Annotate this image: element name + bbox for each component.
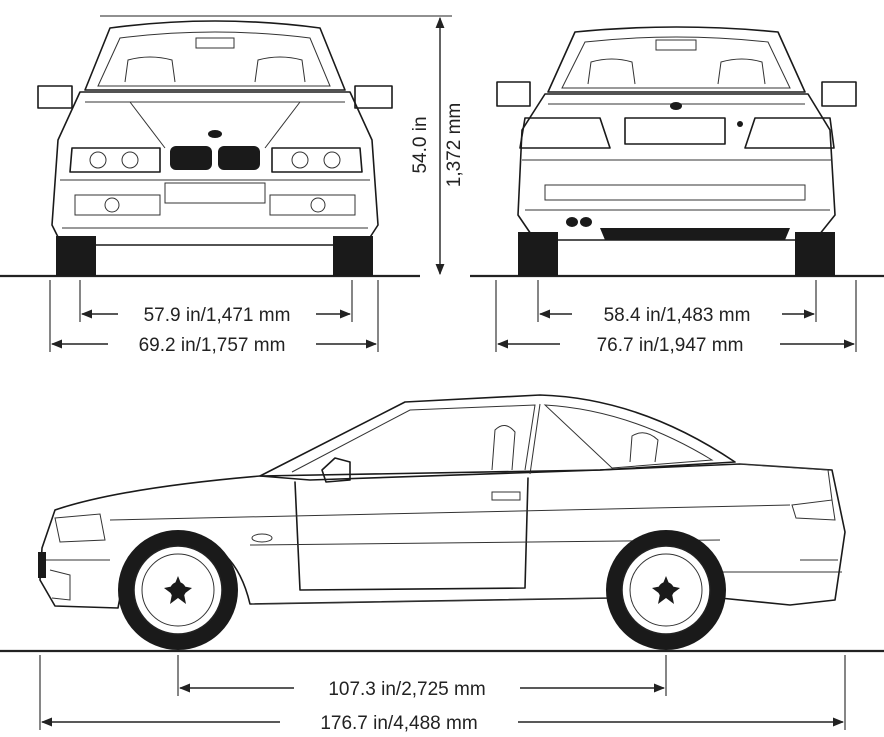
rear-view bbox=[470, 26, 884, 278]
exhaust-left-icon bbox=[566, 217, 578, 227]
front-left-tire bbox=[56, 236, 96, 276]
rear-right-mirror bbox=[821, 81, 857, 107]
dimension-lines bbox=[39, 15, 857, 730]
rear-left-tire bbox=[518, 232, 558, 276]
rear-window bbox=[547, 26, 806, 93]
front-left-mirror bbox=[37, 85, 73, 109]
rear-width-label: 76.7 in/1,947 mm bbox=[597, 335, 744, 356]
rear-track-label: 58.4 in/1,483 mm bbox=[604, 305, 751, 326]
front-width-label: 69.2 in/1,757 mm bbox=[139, 335, 286, 356]
front-left-headlight bbox=[69, 147, 161, 173]
wheelbase-label: 107.3 in/2,725 mm bbox=[328, 679, 485, 700]
front-body bbox=[51, 91, 379, 246]
rear-wheel bbox=[606, 530, 726, 650]
height-mm-label: 1,372 mm bbox=[444, 103, 465, 187]
front-windshield bbox=[84, 20, 346, 91]
front-emblem bbox=[208, 130, 222, 138]
front-view bbox=[0, 20, 420, 278]
height-in-label: 54.0 in bbox=[410, 116, 431, 173]
door-handle bbox=[491, 491, 521, 501]
front-license-plate bbox=[164, 182, 266, 204]
side-headlight bbox=[54, 513, 106, 543]
rear-right-taillight bbox=[744, 117, 835, 149]
rear-body bbox=[517, 93, 836, 241]
rear-left-taillight bbox=[519, 117, 611, 149]
rear-left-mirror bbox=[496, 81, 531, 107]
front-right-headlight bbox=[271, 147, 363, 173]
rear-license-plate bbox=[624, 117, 726, 145]
front-right-mirror bbox=[354, 85, 393, 109]
kidney-grille-right bbox=[218, 146, 260, 170]
front-wheel bbox=[118, 530, 238, 650]
front-right-tire bbox=[333, 236, 373, 276]
length-label: 176.7 in/4,488 mm bbox=[320, 713, 477, 734]
rear-right-tire bbox=[795, 232, 835, 276]
side-door bbox=[294, 477, 529, 591]
exhaust-right-icon bbox=[580, 217, 592, 227]
side-view bbox=[0, 394, 884, 653]
front-track-label: 57.9 in/1,471 mm bbox=[144, 305, 291, 326]
kidney-grille-left bbox=[170, 146, 212, 170]
rear-emblem bbox=[670, 102, 682, 110]
side-mirror bbox=[321, 457, 351, 483]
soft-top-roof bbox=[259, 394, 736, 481]
